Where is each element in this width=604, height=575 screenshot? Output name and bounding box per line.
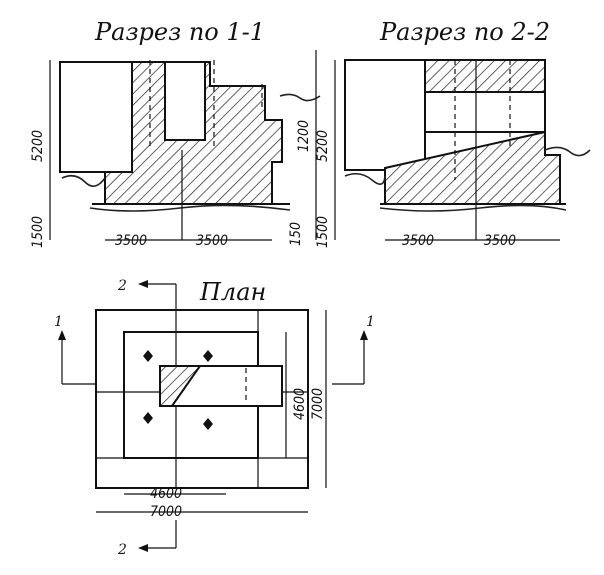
- section-1-title: Разрез по 1-1: [94, 18, 265, 46]
- section-2-ground-left: [344, 172, 386, 185]
- plan-inner-width: 4600: [150, 486, 182, 502]
- section-2-crown: [424, 59, 546, 93]
- section-1-ground-left: [61, 174, 106, 187]
- plan-cut-1-label-left: 1: [54, 314, 63, 330]
- section-2-title: Разрез по 2-2: [379, 18, 550, 46]
- section-1-column: [59, 61, 133, 173]
- section-1-anchor-well: [164, 61, 206, 141]
- section-1-height-upper: 5200: [30, 130, 46, 162]
- section-2-width-right: 3500: [484, 233, 516, 249]
- plan-cut-1-arrow-left: [58, 330, 66, 340]
- section-2-height-upper: 5200: [315, 130, 331, 162]
- section-1-height-right: 1200: [296, 120, 312, 152]
- section-2-column: [344, 59, 426, 171]
- section-2-ground-right: [544, 146, 591, 157]
- plan-cut-1-label-right: 1: [366, 314, 375, 330]
- section-2-view: 5200 1500 3500 3500: [315, 59, 591, 249]
- section-1-ground-base: [89, 204, 291, 212]
- plan-inner-height: 4600: [292, 388, 308, 420]
- plan-bolt-1: [143, 350, 153, 362]
- plan-outer-height: 7000: [310, 388, 326, 420]
- plan-cut-2-arrow-bottom: [138, 544, 148, 552]
- section-1-ground-right: [279, 93, 321, 102]
- plan-cut-1-arrow-right: [360, 330, 368, 340]
- section-2-foundation-body: [384, 130, 561, 205]
- plan-outer-slab: [95, 309, 309, 489]
- plan-view: 1 1 2 2 4600 7000 4600 7000: [54, 278, 375, 558]
- plan-cut-2-arrow-top: [138, 280, 148, 288]
- section-1-view: 5200 1500 1200 150 3500 3500: [30, 50, 321, 249]
- plan-cut-2-label-bottom: 2: [117, 542, 127, 558]
- plan-bolt-2: [203, 350, 213, 362]
- plan-cut-2-label-top: 2: [117, 278, 127, 294]
- plan-slot-hatch: [159, 365, 202, 407]
- section-1-width-left: 3500: [115, 233, 147, 249]
- plan-bolt-4: [203, 418, 213, 430]
- section-1-width-right: 3500: [196, 233, 228, 249]
- section-1-small-right: 150: [288, 222, 304, 246]
- section-1-height-lower: 1500: [30, 216, 46, 248]
- plan-title: План: [199, 278, 266, 306]
- section-2-ground-base: [379, 204, 567, 212]
- section-2-height-lower: 1500: [315, 216, 331, 248]
- section-2-shaft: [424, 91, 546, 133]
- plan-outer-width: 7000: [150, 504, 182, 520]
- plan-bolt-3: [143, 412, 153, 424]
- section-2-width-left: 3500: [402, 233, 434, 249]
